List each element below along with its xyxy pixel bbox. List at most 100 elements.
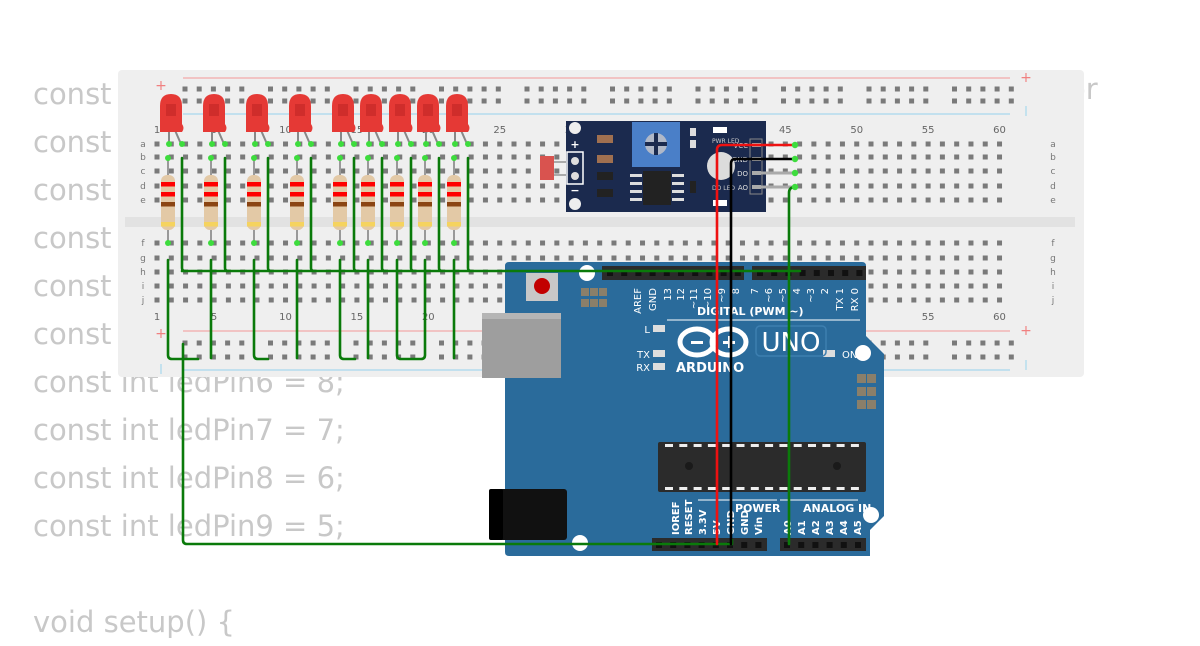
breadboard-hole[interactable] [768, 197, 774, 203]
breadboard-hole[interactable] [897, 197, 903, 203]
rail-hole[interactable] [239, 86, 245, 92]
breadboard-hole[interactable] [982, 297, 988, 303]
header-slot[interactable] [840, 542, 847, 548]
breadboard-hole[interactable] [225, 154, 231, 160]
breadboard-hole[interactable] [311, 297, 317, 303]
breadboard-hole[interactable] [468, 297, 474, 303]
breadboard-hole[interactable] [268, 168, 274, 174]
breadboard-hole[interactable] [468, 283, 474, 289]
breadboard-hole[interactable] [982, 183, 988, 189]
rail-hole[interactable] [652, 86, 658, 92]
breadboard-hole[interactable] [797, 240, 803, 246]
breadboard-hole[interactable] [582, 255, 588, 261]
breadboard-hole[interactable] [468, 141, 474, 147]
breadboard-hole[interactable] [725, 255, 731, 261]
breadboard-hole[interactable] [211, 154, 217, 160]
breadboard-hole[interactable] [268, 240, 274, 246]
breadboard-hole[interactable] [797, 183, 803, 189]
breadboard-hole[interactable] [268, 154, 274, 160]
breadboard-hole[interactable] [839, 168, 845, 174]
breadboard-hole[interactable] [240, 141, 246, 147]
code-line[interactable]: const int ledPin9 = 5; [33, 509, 345, 543]
breadboard-hole[interactable] [382, 154, 388, 160]
rail-hole[interactable] [481, 98, 487, 104]
breadboard-hole[interactable] [839, 141, 845, 147]
breadboard-hole[interactable] [297, 168, 303, 174]
breadboard-hole[interactable] [554, 255, 560, 261]
breadboard-hole[interactable] [968, 183, 974, 189]
rail-hole[interactable] [439, 340, 444, 346]
breadboard-hole[interactable] [197, 255, 203, 261]
breadboard-hole[interactable] [497, 197, 503, 203]
breadboard-hole[interactable] [968, 269, 974, 275]
breadboard-hole[interactable] [954, 283, 960, 289]
rail-hole[interactable] [225, 98, 231, 104]
breadboard-hole[interactable] [440, 283, 446, 289]
rail-hole[interactable] [410, 340, 416, 346]
rail-hole[interactable] [552, 86, 558, 92]
breadboard-hole[interactable] [968, 240, 974, 246]
rail-hole[interactable] [296, 354, 302, 360]
breadboard-hole[interactable] [468, 183, 474, 189]
rail-hole[interactable] [723, 98, 729, 104]
breadboard-hole[interactable] [911, 183, 917, 189]
rail-hole[interactable] [268, 354, 273, 360]
header-slot[interactable] [813, 270, 820, 276]
rail-hole[interactable] [210, 86, 216, 92]
breadboard-hole[interactable] [782, 197, 788, 203]
breadboard-hole[interactable] [540, 141, 546, 147]
breadboard-hole[interactable] [411, 297, 417, 303]
rail-hole[interactable] [467, 86, 473, 92]
breadboard-hole[interactable] [797, 255, 803, 261]
breadboard-hole[interactable] [868, 269, 874, 275]
breadboard-hole[interactable] [225, 240, 231, 246]
breadboard-hole[interactable] [868, 197, 874, 203]
rail-hole[interactable] [453, 354, 459, 360]
breadboard-hole[interactable] [825, 197, 831, 203]
breadboard-hole[interactable] [839, 240, 845, 246]
code-line[interactable]: const [33, 317, 112, 351]
breadboard-hole[interactable] [868, 240, 874, 246]
breadboard-hole[interactable] [925, 297, 931, 303]
breadboard-hole[interactable] [768, 154, 774, 160]
breadboard-hole[interactable] [354, 240, 360, 246]
rail-hole[interactable] [966, 86, 972, 92]
breadboard-hole[interactable] [183, 255, 189, 261]
rail-hole[interactable] [666, 86, 672, 92]
breadboard-hole[interactable] [911, 141, 917, 147]
breadboard-hole[interactable] [854, 183, 860, 189]
rail-hole[interactable] [1008, 340, 1014, 346]
breadboard-hole[interactable] [411, 240, 417, 246]
rail-hole[interactable] [210, 340, 216, 346]
breadboard-hole[interactable] [954, 183, 960, 189]
rail-hole[interactable] [823, 98, 829, 104]
breadboard-hole[interactable] [325, 297, 331, 303]
breadboard-hole[interactable] [382, 141, 388, 147]
code-line[interactable]: const [33, 221, 112, 255]
rail-hole[interactable] [795, 98, 801, 104]
breadboard-hole[interactable] [482, 183, 488, 189]
breadboard-hole[interactable] [825, 141, 831, 147]
breadboard-hole[interactable] [911, 197, 917, 203]
breadboard-hole[interactable] [382, 240, 388, 246]
breadboard-hole[interactable] [183, 197, 189, 203]
breadboard-hole[interactable] [654, 240, 660, 246]
breadboard-hole[interactable] [511, 197, 517, 203]
breadboard-hole[interactable] [482, 283, 488, 289]
breadboard-hole[interactable] [482, 154, 488, 160]
header-slot[interactable] [663, 270, 670, 276]
breadboard-hole[interactable] [739, 240, 745, 246]
breadboard-hole[interactable] [197, 197, 203, 203]
breadboard-hole[interactable] [154, 168, 160, 174]
breadboard-hole[interactable] [511, 240, 517, 246]
breadboard-hole[interactable] [240, 197, 246, 203]
rail-hole[interactable] [738, 86, 744, 92]
breadboard-hole[interactable] [497, 183, 503, 189]
breadboard-hole[interactable] [497, 240, 503, 246]
breadboard-hole[interactable] [325, 168, 331, 174]
breadboard-hole[interactable] [911, 269, 917, 275]
breadboard-hole[interactable] [811, 240, 817, 246]
header-slot[interactable] [649, 270, 656, 276]
analog-header[interactable] [780, 538, 866, 551]
rail-hole[interactable] [894, 354, 900, 360]
